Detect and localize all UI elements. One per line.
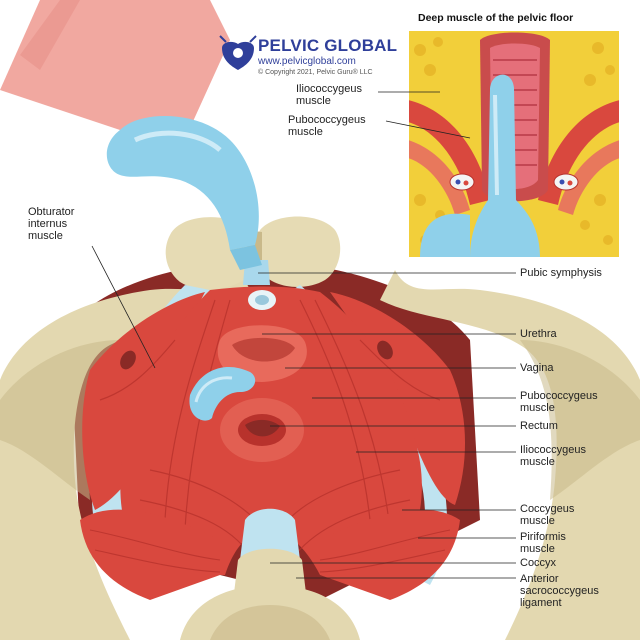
coccygeus-right bbox=[320, 509, 460, 600]
logo-url: www.pelvicglobal.com bbox=[258, 56, 356, 67]
label-piriformis: Piriformis muscle bbox=[520, 531, 566, 555]
label-inset-pubococcygeus: Pubococcygeus muscle bbox=[288, 114, 366, 138]
pelvic-global-logo-mark bbox=[219, 35, 257, 70]
label-obturator-internus: Obturator internus muscle bbox=[28, 206, 75, 242]
leader-lines bbox=[91, 91, 516, 579]
label-iliococcygeus: Iliococcygeus muscle bbox=[520, 444, 587, 468]
gloved-hand bbox=[106, 116, 259, 250]
label-rectum: Rectum bbox=[520, 420, 558, 432]
logo-name: PELVIC GLOBAL bbox=[258, 36, 398, 55]
label-urethra: Urethra bbox=[520, 328, 557, 340]
label-inset-iliococcygeus: Iliococcygeus muscle bbox=[296, 83, 363, 107]
logo-copyright: © Copyright 2021, Pelvic Guru® LLC bbox=[258, 69, 373, 76]
coccygeus-left bbox=[80, 509, 220, 600]
inset-finger bbox=[470, 74, 540, 258]
pubic-bone-right bbox=[256, 216, 341, 287]
label-pubococcygeus: Pubococcygeus muscle bbox=[520, 390, 598, 414]
label-coccygeus: Coccygeus muscle bbox=[520, 503, 575, 527]
inset-title: Deep muscle of the pelvic floor bbox=[418, 12, 574, 24]
label-anterior-sacrococcygeus: Anterior sacrococcygeus ligament bbox=[520, 573, 599, 609]
label-coccyx: Coccyx bbox=[520, 557, 557, 569]
label-pubic-symphysis: Pubic symphysis bbox=[520, 267, 602, 279]
inset-panel bbox=[407, 29, 621, 259]
label-vagina: Vagina bbox=[520, 362, 554, 374]
gloved-finger bbox=[189, 366, 256, 421]
